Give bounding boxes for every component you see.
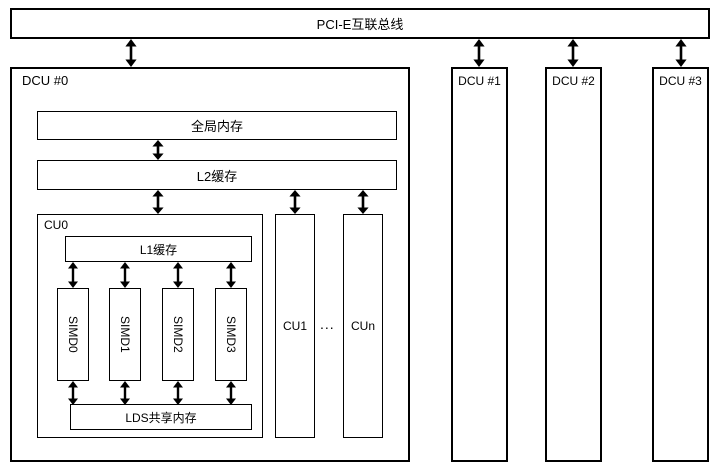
dcu3-box <box>652 67 709 462</box>
dcu0-label: DCU #0 <box>22 73 69 88</box>
simd3-label: SIMD3 <box>224 316 238 353</box>
dcu1-label: DCU #1 <box>458 74 501 88</box>
simd0-box <box>57 288 89 381</box>
cun-box <box>343 214 383 438</box>
simd0-label: SIMD0 <box>66 316 80 353</box>
arrow-l2-to-cun <box>355 190 371 214</box>
simd3-box <box>215 288 247 381</box>
dcu2-label: DCU #2 <box>552 74 595 88</box>
arrow-bus-to-dcu1 <box>471 39 487 67</box>
arrow-l1-to-simd0 <box>66 262 80 288</box>
cu1-box <box>275 214 315 438</box>
arrow-l2-to-cu0 <box>150 190 166 214</box>
dcu1-box <box>451 67 508 462</box>
l1-cache-label: L1缓存 <box>139 242 178 257</box>
global-memory-box <box>37 111 397 140</box>
pcie-bus-box <box>10 8 710 39</box>
arrow-l2-to-cu1 <box>287 190 303 214</box>
global-memory-label: 全局内存 <box>190 119 243 134</box>
pcie-bus-label: PCI-E互联总线 <box>316 17 404 32</box>
simd1-box <box>109 288 141 381</box>
arrow-bus-to-dcu3 <box>673 39 689 67</box>
arrow-globalmem-l2cache <box>150 140 166 160</box>
dcu3-label: DCU #3 <box>659 74 702 88</box>
l1-cache-box <box>65 236 252 262</box>
cun-label: CUn <box>350 319 375 333</box>
arrow-bus-to-dcu2 <box>565 39 581 67</box>
simd2-box <box>162 288 194 381</box>
lds-shared-memory-box <box>70 404 252 430</box>
arrow-simd1-to-lds <box>118 381 132 405</box>
simd2-label: SIMD2 <box>171 316 185 353</box>
arrow-simd3-to-lds <box>224 381 238 405</box>
l2-cache-box <box>37 160 397 190</box>
arrow-bus-to-dcu0 <box>123 39 139 67</box>
cu1-label: CU1 <box>282 319 307 333</box>
arrow-simd0-to-lds <box>66 381 80 405</box>
simd1-label: SIMD1 <box>118 316 132 353</box>
cu-ellipsis-label: ... <box>320 316 335 332</box>
dcu2-box <box>545 67 602 462</box>
arrow-l1-to-simd2 <box>171 262 185 288</box>
arrow-l1-to-simd3 <box>224 262 238 288</box>
cu0-label: CU0 <box>44 218 69 232</box>
arrow-simd2-to-lds <box>171 381 185 405</box>
l2-cache-label: L2缓存 <box>196 168 238 184</box>
lds-shared-memory-label: LDS共享内存 <box>125 410 197 425</box>
arrow-l1-to-simd1 <box>118 262 132 288</box>
